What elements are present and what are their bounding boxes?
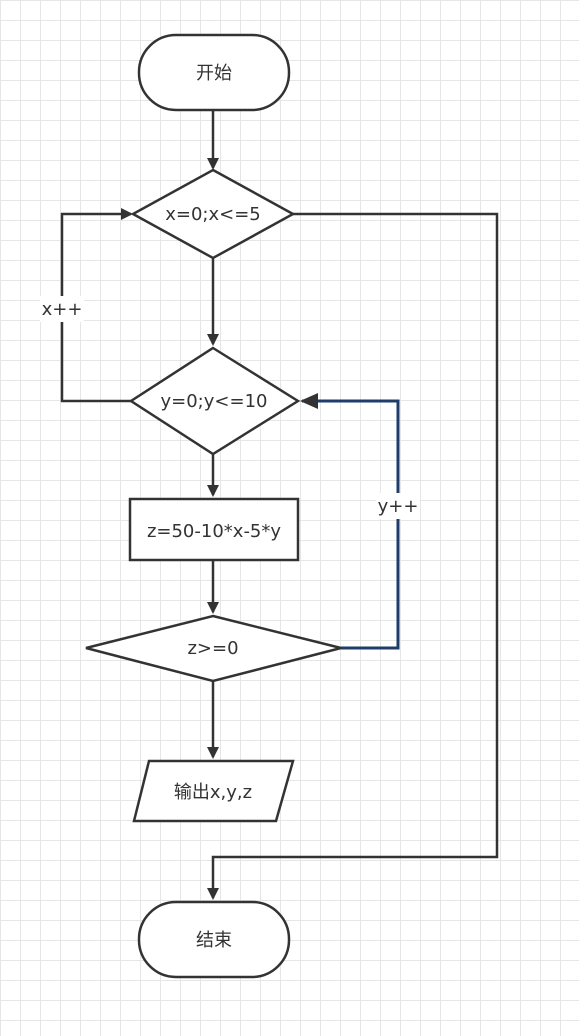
- loop-x-label: x=0;x<=5: [165, 204, 261, 225]
- condition-decision: [85, 614, 342, 683]
- end-label: 结束: [196, 930, 232, 951]
- loop-x-decision: [130, 168, 296, 260]
- y-increment-label: y++: [378, 496, 419, 517]
- edge-loop-x-exit-to-end: [207, 212, 499, 900]
- compute-label: z=50-10*x-5*y: [147, 521, 281, 542]
- loop-y-decision: [128, 346, 301, 456]
- edge-y-increment-arrowhead: [300, 393, 318, 409]
- condition-label: z>=0: [187, 638, 238, 659]
- loop-y-label: y=0;y<=10: [161, 391, 268, 412]
- output-label: 输出x,y,z: [174, 782, 252, 803]
- start-terminator: [137, 33, 291, 112]
- y-increment-label-bg: [376, 493, 420, 519]
- edge-y-increment-loop: [302, 399, 400, 650]
- compute-process: [128, 497, 300, 562]
- x-increment-label-bg: [40, 296, 84, 322]
- x-increment-label: x++: [42, 299, 83, 320]
- end-terminator: [137, 900, 291, 979]
- output-data: [132, 759, 295, 823]
- start-label: 开始: [196, 63, 232, 84]
